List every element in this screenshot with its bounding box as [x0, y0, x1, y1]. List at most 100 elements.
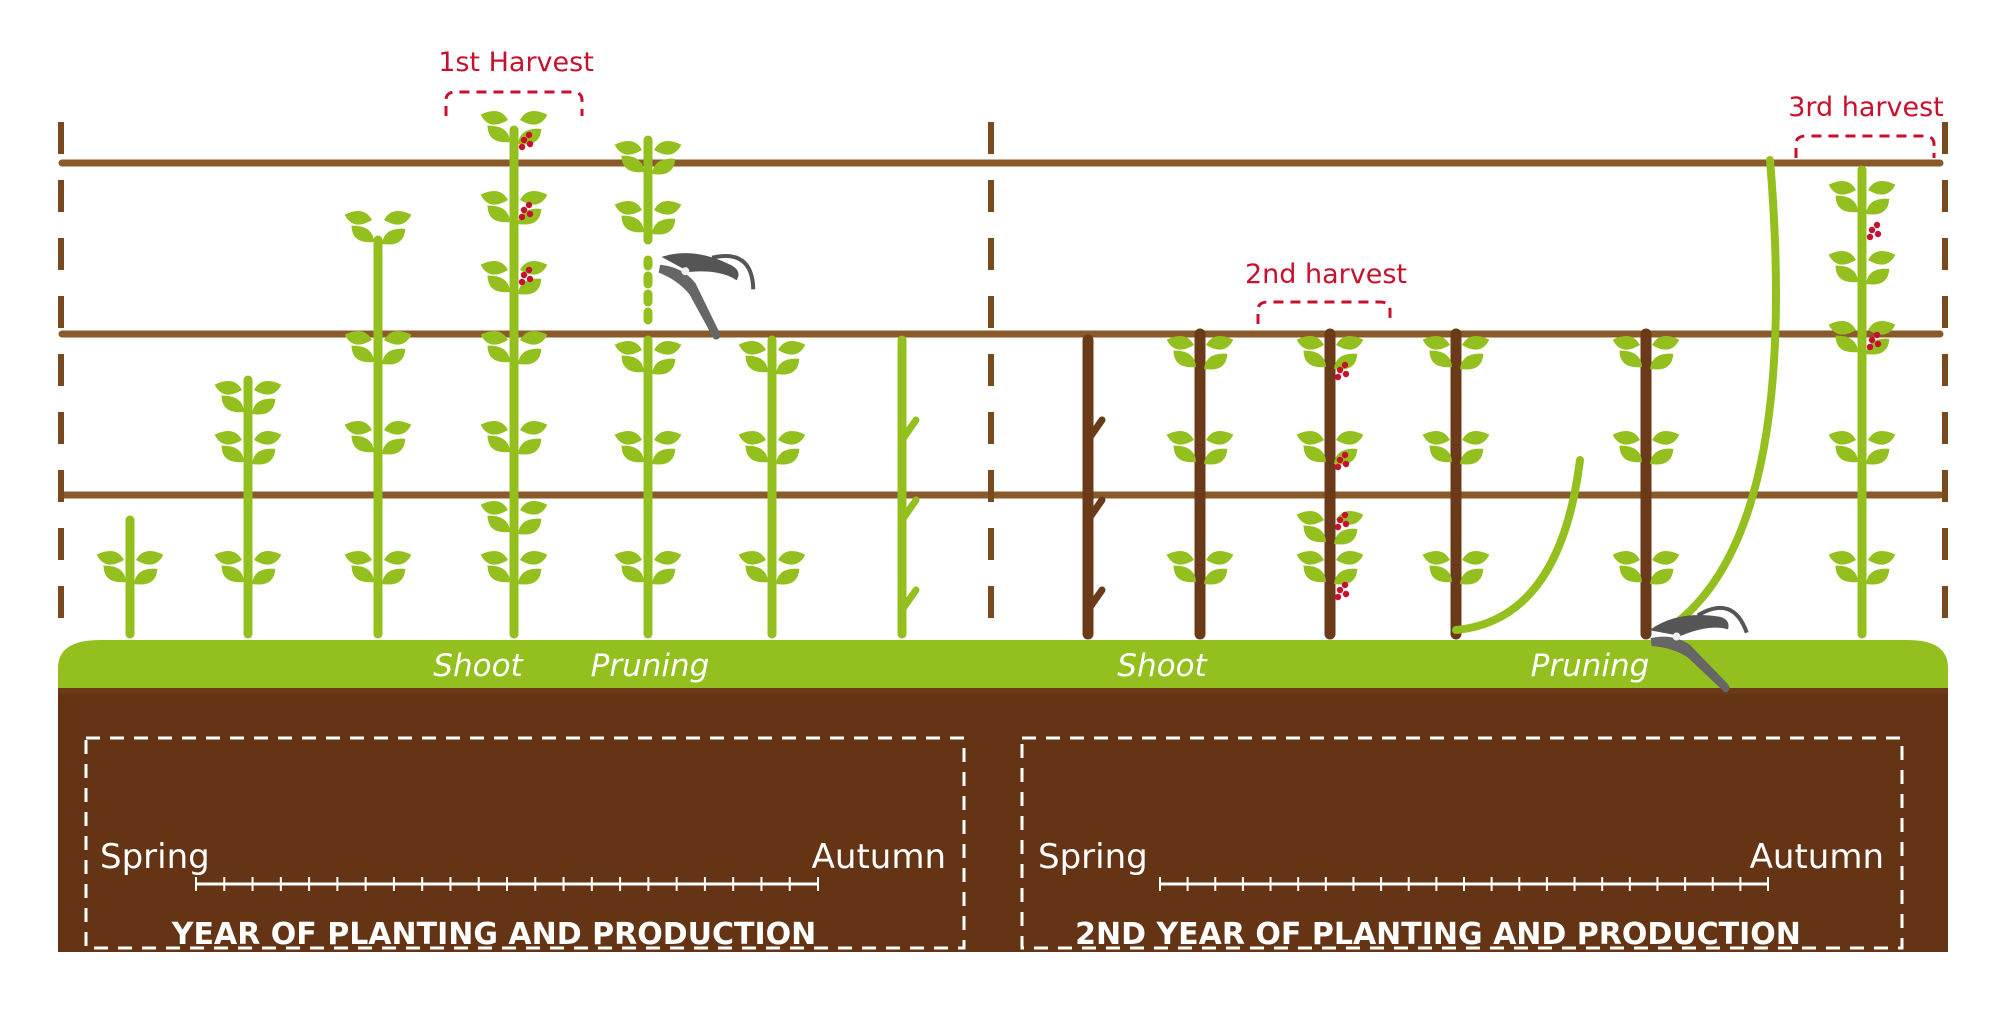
leaf — [1619, 445, 1642, 463]
berry — [1866, 233, 1874, 241]
cane-young — [214, 375, 282, 639]
new-shoot-tall — [1676, 156, 1780, 624]
leaf — [221, 445, 244, 463]
leaf — [776, 358, 800, 375]
grass-strip — [58, 640, 1948, 688]
trellis-posts — [58, 122, 1948, 640]
year2-title: 2ND YEAR OF PLANTING AND PRODUCTION — [1075, 917, 1801, 952]
berry — [1342, 520, 1350, 528]
leaf — [480, 550, 508, 565]
leaf — [1828, 180, 1856, 195]
cane-after-prune — [614, 335, 682, 639]
berry — [1342, 590, 1350, 598]
leaf — [518, 568, 542, 585]
leaf — [738, 430, 766, 445]
berry — [520, 136, 528, 144]
leaf — [1868, 250, 1896, 265]
leaf — [652, 218, 676, 235]
harvest-3-bracket — [1794, 134, 1936, 158]
timeline-ruler — [195, 877, 819, 891]
leaf — [1650, 448, 1674, 465]
leaf — [1462, 430, 1490, 445]
leaf — [1206, 430, 1234, 445]
leaf — [487, 435, 510, 453]
leaf — [1429, 565, 1452, 583]
year1-timeline-box — [84, 736, 966, 950]
leaf — [1835, 195, 1858, 213]
berry — [1336, 586, 1344, 594]
leaf — [487, 345, 510, 363]
leaf — [1206, 550, 1234, 565]
leaf — [614, 340, 642, 355]
leaf — [1334, 528, 1358, 545]
soil-edge — [58, 684, 1948, 694]
leaf — [738, 340, 766, 355]
leaf — [1336, 430, 1364, 445]
leaf — [344, 420, 372, 435]
leaf — [382, 228, 406, 245]
berry — [1874, 230, 1882, 238]
leaf — [518, 348, 542, 365]
berry — [1341, 451, 1349, 459]
leaf — [1835, 335, 1858, 353]
berry — [520, 271, 528, 279]
old-cane-4 — [1612, 328, 1680, 640]
leaf — [252, 448, 276, 465]
leaf — [384, 550, 412, 565]
leaf — [1652, 430, 1680, 445]
berry — [518, 143, 526, 151]
leaf — [221, 395, 244, 413]
berry — [526, 140, 534, 148]
leaf — [1336, 335, 1364, 350]
leaf — [654, 550, 682, 565]
year2-spring-label: Spring — [1038, 837, 1148, 877]
berry — [1334, 523, 1342, 531]
leaf — [1204, 568, 1228, 585]
leaf — [1652, 550, 1680, 565]
old-cane-2 — [1166, 328, 1234, 640]
leaf — [214, 550, 242, 565]
leaf — [1296, 430, 1324, 445]
timeline-rulers — [195, 877, 1769, 891]
leaf — [1650, 353, 1674, 370]
leaf — [384, 330, 412, 345]
leaf — [1835, 265, 1858, 283]
leaf — [480, 190, 508, 205]
leaf — [1868, 320, 1896, 335]
leaf — [1866, 568, 1890, 585]
leaf — [344, 550, 372, 565]
year2-pruning-label: Pruning — [1531, 648, 1650, 684]
leaf — [384, 420, 412, 435]
year2-timeline-box — [1020, 736, 1904, 950]
leaf — [1828, 550, 1856, 565]
year1-title: YEAR OF PLANTING AND PRODUCTION — [171, 917, 816, 952]
leaf — [214, 380, 242, 395]
leaf — [214, 430, 242, 445]
leaf — [103, 565, 127, 583]
leaf — [652, 358, 676, 375]
leaf — [621, 215, 644, 233]
leaf — [614, 200, 642, 215]
leaf — [1429, 445, 1452, 463]
leaf — [621, 565, 644, 583]
leaf — [1422, 430, 1450, 445]
leaf — [776, 568, 800, 585]
leaf — [652, 158, 676, 175]
leaf — [738, 550, 766, 565]
leaf — [382, 568, 406, 585]
leaf — [654, 340, 682, 355]
berry — [525, 266, 533, 274]
berry — [1342, 460, 1350, 468]
year2-autumn-label: Autumn — [1750, 837, 1884, 877]
leaf — [1303, 350, 1326, 368]
cane-bare — [897, 335, 920, 639]
leaf — [1828, 250, 1856, 265]
leaf — [1612, 430, 1640, 445]
leaf — [1828, 430, 1856, 445]
berry — [1341, 581, 1349, 589]
leaf — [621, 445, 644, 463]
year1-spring-label: Spring — [100, 837, 210, 877]
leaf — [480, 260, 508, 275]
berry — [1336, 456, 1344, 464]
